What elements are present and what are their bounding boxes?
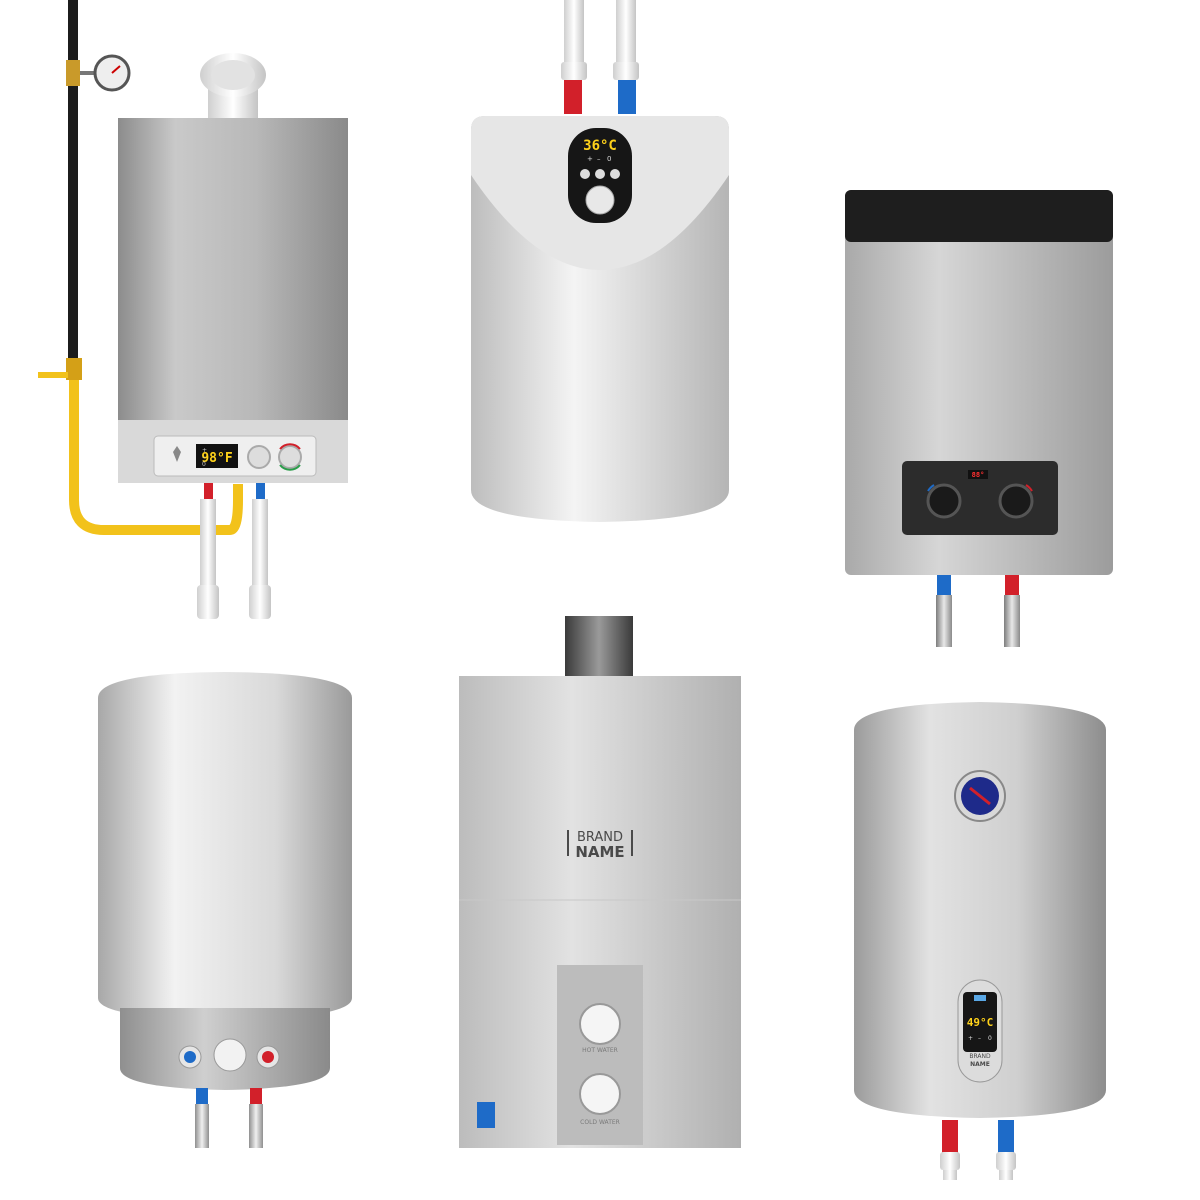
svg-text:–: – bbox=[597, 155, 601, 163]
flat-control-panel: 88° bbox=[902, 461, 1058, 535]
svg-text:HOT WATER: HOT WATER bbox=[582, 1047, 618, 1054]
brand-logo: BRAND NAME bbox=[567, 830, 633, 861]
flat-knob-right[interactable] bbox=[998, 483, 1034, 519]
svg-text:0: 0 bbox=[988, 1035, 992, 1042]
svg-text:+: + bbox=[587, 155, 593, 163]
flat-storage-heater: 88° bbox=[840, 185, 1120, 655]
tankless-electric-heater: 36°C + – 0 bbox=[465, 0, 735, 530]
cylinder-boiler bbox=[90, 668, 370, 1158]
boiler-control-panel: 98°F + – 0 bbox=[153, 435, 317, 477]
cylinder-controls bbox=[178, 1038, 280, 1072]
svg-text:–: – bbox=[202, 454, 205, 461]
gas-water-heater: BRAND NAME HOT WATER COLD WATER bbox=[455, 612, 745, 1152]
svg-text:NAME: NAME bbox=[575, 843, 624, 861]
hot-water-dial[interactable] bbox=[579, 1003, 621, 1045]
thermometer-gauge bbox=[954, 770, 1006, 822]
tankless-control-panel: 36°C + – 0 bbox=[568, 128, 632, 223]
pressure-gauge bbox=[66, 54, 131, 92]
boiler-knob-left[interactable] bbox=[247, 445, 271, 469]
gas-combi-boiler: 98°F + – 0 bbox=[30, 0, 360, 630]
cylinder-temperature-knob[interactable] bbox=[213, 1038, 247, 1072]
svg-text:–: – bbox=[978, 1035, 981, 1042]
tankless-temperature-display: 36°C bbox=[583, 138, 617, 154]
tank-casing bbox=[98, 672, 352, 1020]
mode-button-right[interactable] bbox=[610, 169, 620, 179]
svg-text:0: 0 bbox=[202, 461, 206, 468]
cold-water-dial[interactable] bbox=[579, 1073, 621, 1115]
svg-text:BRAND: BRAND bbox=[577, 830, 623, 845]
round-heater-display-panel: 49°C + – 0 BRAND NAME bbox=[957, 979, 1003, 1083]
svg-text:COLD WATER: COLD WATER bbox=[580, 1119, 620, 1126]
mode-button-center[interactable] bbox=[595, 169, 605, 179]
gas-supply-pipe bbox=[68, 0, 78, 370]
svg-text:88°: 88° bbox=[972, 471, 985, 479]
round-storage-heater: 49°C + – 0 BRAND NAME bbox=[850, 700, 1110, 1180]
svg-text:BRAND: BRAND bbox=[969, 1053, 991, 1060]
svg-text:+: + bbox=[202, 447, 207, 454]
round-temperature-display: 49°C bbox=[967, 1016, 994, 1029]
boiler-temperature-display: 98°F bbox=[201, 451, 232, 466]
tank-casing bbox=[854, 702, 1106, 1118]
tankless-temperature-knob[interactable] bbox=[585, 185, 615, 215]
flame-icon bbox=[173, 446, 181, 462]
yellow-gas-pipe bbox=[69, 365, 243, 535]
svg-text:0: 0 bbox=[607, 155, 611, 163]
svg-text:+: + bbox=[968, 1035, 973, 1042]
energy-star-icon bbox=[477, 1102, 495, 1128]
heater-top-band bbox=[845, 190, 1113, 242]
svg-text:NAME: NAME bbox=[970, 1061, 990, 1068]
mode-button-left[interactable] bbox=[580, 169, 590, 179]
flat-knob-left[interactable] bbox=[926, 483, 962, 519]
boiler-knob-right[interactable] bbox=[278, 445, 302, 469]
dial-panel: HOT WATER COLD WATER bbox=[557, 965, 643, 1145]
